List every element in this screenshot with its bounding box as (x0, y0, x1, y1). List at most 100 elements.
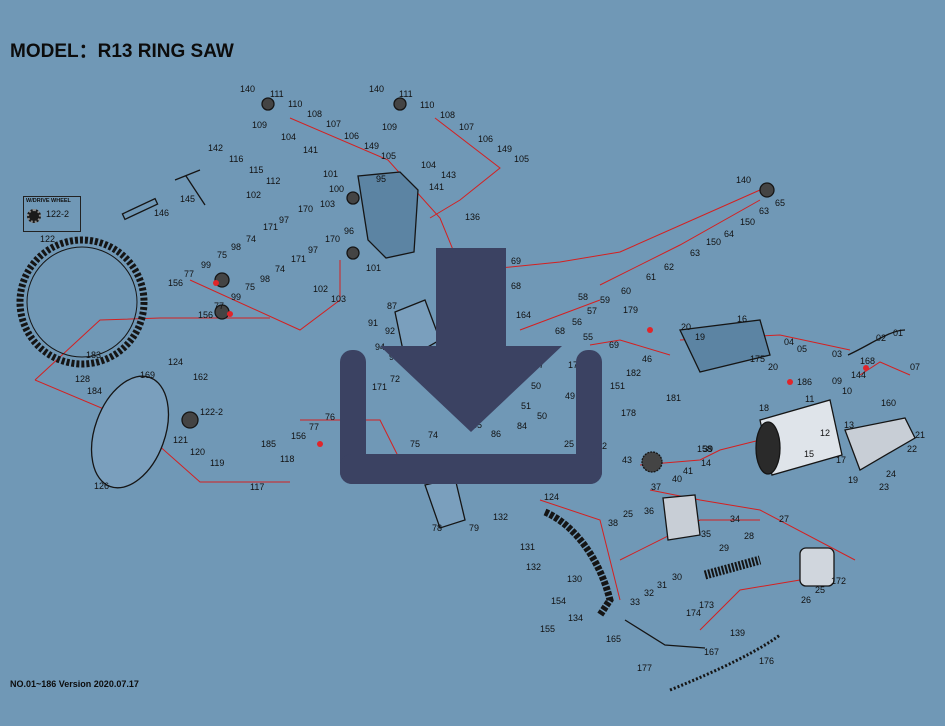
part-callout: 171 (263, 222, 278, 232)
part-callout: 97 (308, 245, 318, 255)
part-callout: 46 (642, 354, 652, 364)
part-callout: 160 (881, 398, 896, 408)
part-callout: 105 (514, 154, 529, 164)
part-callout: 33 (630, 597, 640, 607)
part-callout: 122-2 (200, 407, 223, 417)
part-callout: 68 (555, 326, 565, 336)
part-callout: 131 (520, 542, 535, 552)
part-callout: 107 (459, 122, 474, 132)
part-callout: 13 (844, 420, 854, 430)
part-callout: 179 (623, 305, 638, 315)
part-callout: 102 (246, 190, 261, 200)
part-callout: 154 (551, 596, 566, 606)
part-callout: 59 (600, 295, 610, 305)
part-callout: 156 (198, 310, 213, 320)
part-callout: 104 (281, 132, 296, 142)
part-callout: 84 (517, 421, 527, 431)
part-callout: 61 (646, 272, 656, 282)
part-callout: 18 (759, 403, 769, 413)
part-callout: 30 (672, 572, 682, 582)
part-callout: 74 (246, 234, 256, 244)
part-callout: 124 (168, 357, 183, 367)
part-callout: 56 (572, 317, 582, 327)
part-callout: 118 (280, 454, 294, 464)
part-callout: 176 (759, 656, 774, 666)
part-callout: 150 (740, 217, 755, 227)
part-callout: 64 (724, 229, 734, 239)
part-callout: 55 (583, 332, 593, 342)
part-callout: 98 (260, 274, 270, 284)
part-callout: 149 (497, 144, 512, 154)
part-callout: 142 (208, 143, 223, 153)
side-block (662, 494, 701, 541)
part-callout: 77 (214, 301, 224, 311)
part-callout: 132 (493, 512, 508, 522)
part-callout: 141 (303, 145, 318, 155)
part-callout: 112 (266, 176, 280, 186)
part-callout: 87 (387, 301, 397, 311)
part-callout: 149 (364, 141, 379, 151)
hose (669, 633, 781, 692)
part-callout: 11 (805, 394, 814, 404)
part-callout: 167 (704, 647, 719, 657)
part-callout: 43 (622, 455, 632, 465)
part-callout: 130 (567, 574, 582, 584)
part-callout: 156 (168, 278, 183, 288)
part-callout: 136 (465, 212, 480, 222)
part-callout: 60 (621, 286, 631, 296)
version-footer: NO.01~186 Version 2020.07.17 (10, 679, 139, 689)
part-callout: 171 (291, 254, 306, 264)
part-callout: 141 (429, 182, 444, 192)
part-callout: 37 (651, 482, 661, 492)
part-callout: 25 (564, 439, 574, 449)
part-callout: 156 (291, 431, 306, 441)
part-callout: 101 (323, 169, 338, 179)
part-callout: 106 (344, 131, 359, 141)
part-callout: 74 (275, 264, 285, 274)
part-callout: 01 (893, 328, 903, 338)
part-callout: 140 (240, 84, 255, 94)
part-callout: 07 (910, 362, 920, 372)
part-callout: 49 (565, 391, 575, 401)
part-callout: 28 (744, 531, 754, 541)
part-callout: 69 (609, 340, 619, 350)
part-callout: 68 (511, 281, 521, 291)
part-callout: 175 (750, 354, 765, 364)
part-callout: 19 (848, 475, 858, 485)
part-callout: 27 (779, 514, 789, 524)
frame-housing (357, 171, 419, 259)
part-callout: 38 (608, 518, 618, 528)
part-callout: 50 (537, 411, 547, 421)
part-callout: 17 (836, 455, 846, 465)
part-callout: 185 (261, 439, 276, 449)
part-callout: 31 (657, 580, 667, 590)
part-callout: 134 (568, 613, 583, 623)
part-callout: 78 (432, 523, 442, 533)
part-callout: 62 (664, 262, 674, 272)
t-key (174, 169, 206, 206)
part-callout: 101 (366, 263, 381, 273)
part-callout: 105 (381, 151, 396, 161)
leader-lines (34, 117, 911, 631)
part-callout: 29 (719, 543, 729, 553)
part-callout: 09 (832, 376, 842, 386)
part-callout: 10 (842, 386, 852, 396)
part-callout: 172 (831, 576, 846, 586)
part-callout: 164 (516, 310, 531, 320)
part-callout: 177 (637, 663, 652, 673)
part-markers (213, 280, 869, 447)
bracket (424, 477, 466, 529)
part-callout: 104 (421, 160, 436, 170)
part-callout: 140 (369, 84, 384, 94)
part-callout: 110 (288, 99, 302, 109)
part-callout: 178 (621, 408, 636, 418)
part-callout: 26 (801, 595, 811, 605)
part-callout: 69 (511, 256, 521, 266)
part-callout: 75 (245, 282, 255, 292)
download-icon[interactable] (340, 242, 602, 484)
part-callout: 108 (307, 109, 322, 119)
part-callout: 57 (587, 306, 597, 316)
ring-blade (16, 236, 148, 368)
